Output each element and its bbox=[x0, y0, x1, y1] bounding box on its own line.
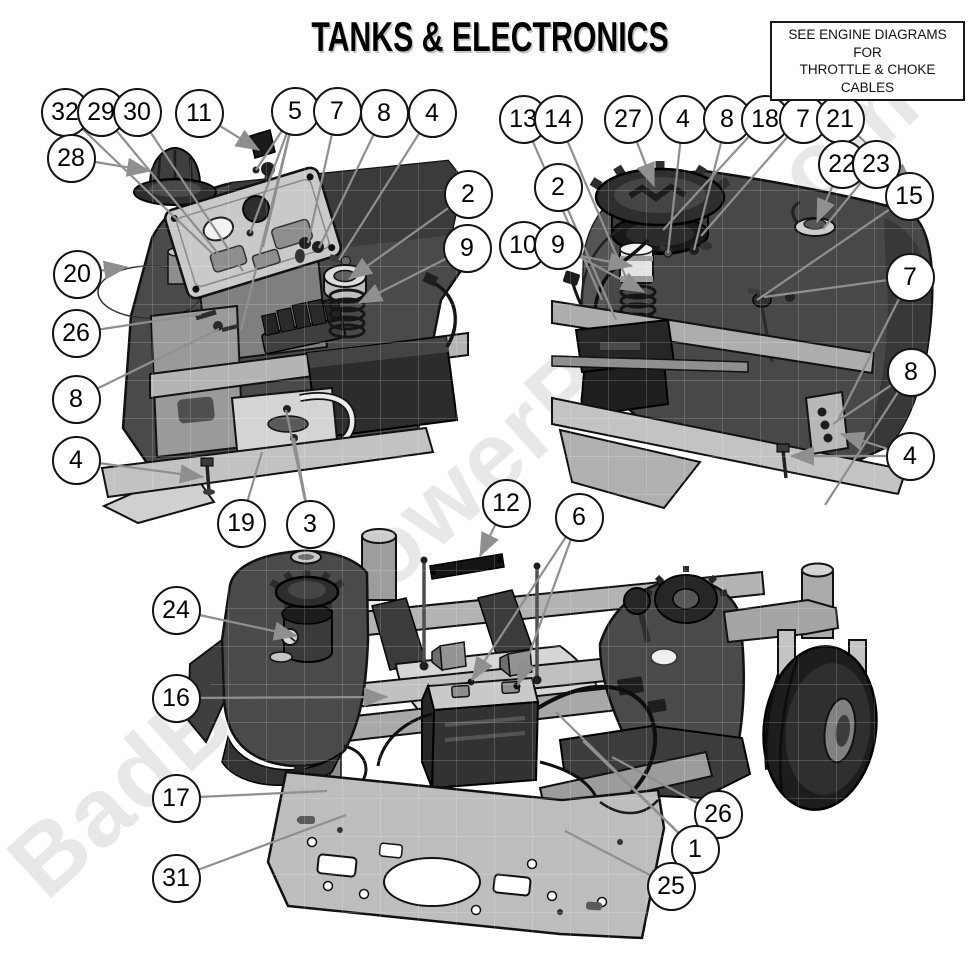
engine-note-box: SEE ENGINE DIAGRAMS FOR THROTTLE & CHOKE… bbox=[770, 21, 965, 102]
callout-28: 28 bbox=[46, 133, 96, 183]
callout-21: 21 bbox=[815, 94, 865, 144]
callout-3: 3 bbox=[285, 499, 335, 549]
callout-24: 24 bbox=[151, 585, 201, 635]
callout-7: 7 bbox=[312, 86, 362, 136]
callout-9: 9 bbox=[442, 223, 492, 273]
callout-8: 8 bbox=[51, 374, 101, 424]
callout-16: 16 bbox=[151, 673, 201, 723]
callout-6: 6 bbox=[554, 492, 604, 542]
callout-4: 4 bbox=[407, 88, 457, 138]
callout-15: 15 bbox=[884, 171, 934, 221]
callout-19: 19 bbox=[216, 498, 266, 548]
callout-4: 4 bbox=[885, 431, 935, 481]
callout-25: 25 bbox=[646, 861, 696, 911]
callout-32: 32 bbox=[40, 87, 90, 137]
callout-4: 4 bbox=[658, 94, 708, 144]
callout-2: 2 bbox=[533, 162, 583, 212]
callout-4: 4 bbox=[51, 435, 101, 485]
callout-11: 11 bbox=[174, 88, 224, 138]
callout-30: 30 bbox=[112, 87, 162, 137]
callout-20: 20 bbox=[52, 249, 102, 299]
callout-5: 5 bbox=[270, 86, 320, 136]
callout-31: 31 bbox=[151, 853, 201, 903]
callout-14: 14 bbox=[533, 94, 583, 144]
callout-17: 17 bbox=[151, 773, 201, 823]
engine-note-line1: SEE ENGINE DIAGRAMS FOR bbox=[788, 27, 947, 60]
callout-9: 9 bbox=[533, 220, 583, 270]
callout-12: 12 bbox=[481, 478, 531, 528]
diagram-chassis-view bbox=[186, 528, 880, 940]
engine-note-line2: THROTTLE & CHOKE CABLES bbox=[799, 62, 936, 95]
page-title: TANKS & ELECTRONICS bbox=[311, 13, 669, 60]
callout-8: 8 bbox=[886, 347, 936, 397]
callout-2: 2 bbox=[443, 169, 493, 219]
callout-8: 8 bbox=[359, 88, 409, 138]
callout-26: 26 bbox=[51, 308, 101, 358]
callout-27: 27 bbox=[603, 94, 653, 144]
callout-7: 7 bbox=[885, 252, 935, 302]
